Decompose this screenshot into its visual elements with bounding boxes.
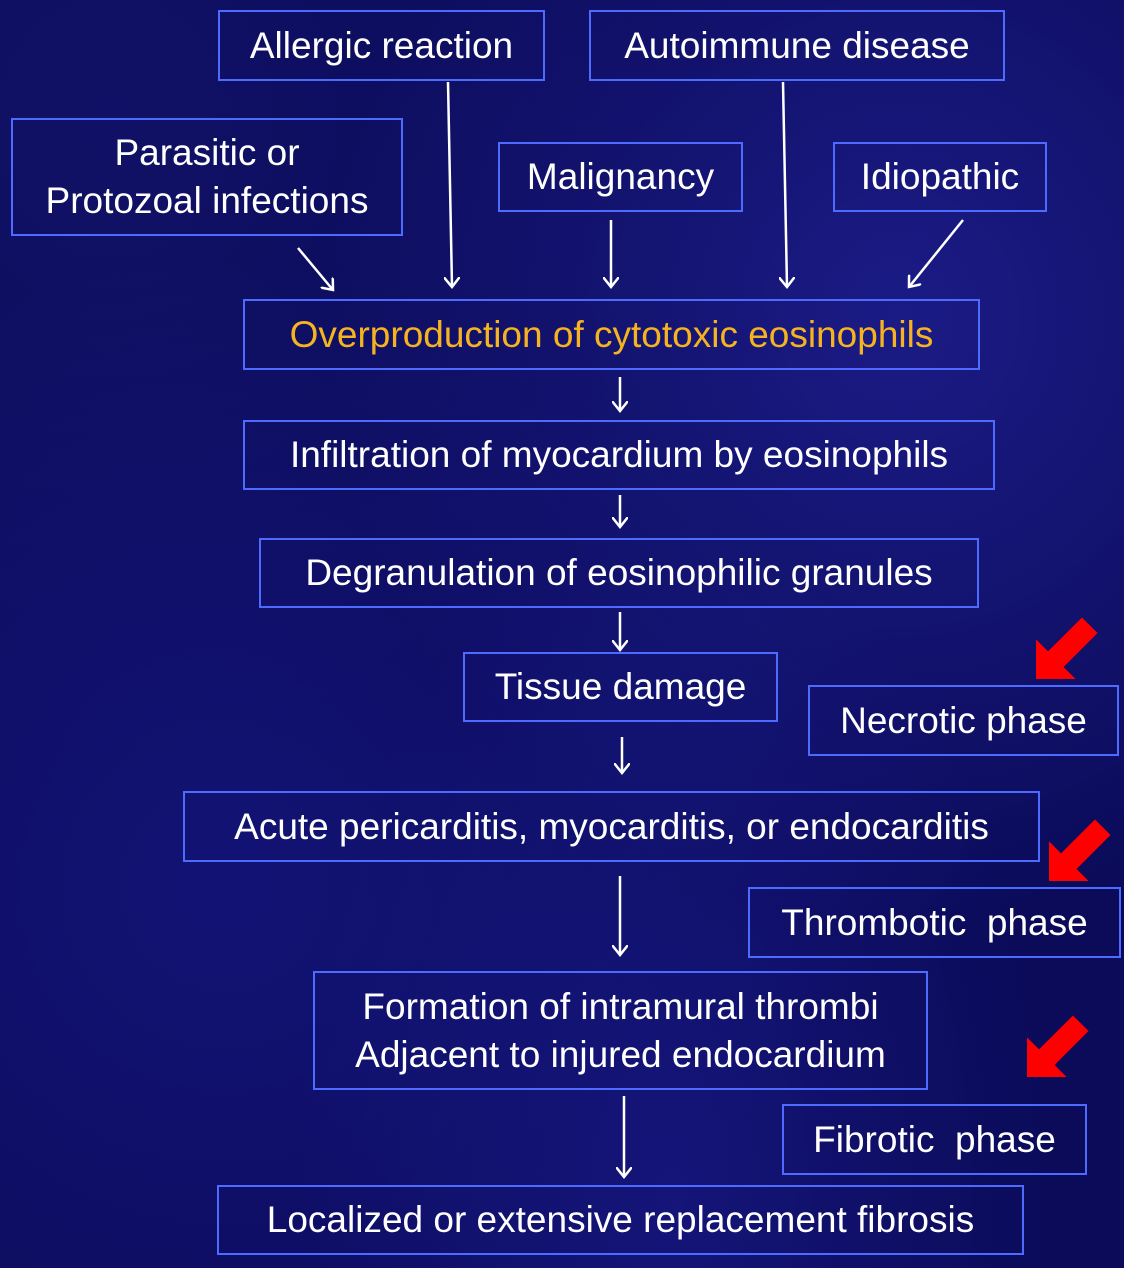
acute-inflammation-label: Acute pericarditis, myocarditis, or endo… [234,805,989,847]
red-arrow-thrombotic [1049,819,1111,881]
overproduction-box: Overproduction of cytotoxic eosinophils [243,299,980,370]
malignancy-label: Malignancy [526,156,715,197]
overproduction-label: Overproduction of cytotoxic eosinophils [289,313,934,355]
replacement-fibrosis-box: Localized or extensive replacement fibro… [217,1185,1024,1255]
arrow-idiopathic-to-overproduction [909,219,964,287]
degranulation-label: Degranulation of eosinophilic granules [305,552,933,593]
arrow-parasitic-to-overproduction [297,247,333,290]
red-arrow-necrotic [1036,617,1098,679]
tissue-damage-label: Tissue damage [494,666,747,707]
thrombi-label-line2: Adjacent to injured endocardium [355,1033,886,1075]
red-arrow-fibrotic [1027,1015,1089,1077]
intramural-thrombi-box: Formation of intramural thrombi Adjacent… [313,971,928,1090]
replacement-fibrosis-label: Localized or extensive replacement fibro… [266,1199,975,1240]
fibrotic-phase-box: Fibrotic phase [782,1104,1087,1175]
idiopathic-box: Idiopathic [833,142,1047,212]
thrombotic-phase-label: Thrombotic phase [781,901,1088,943]
allergic-reaction-label: Allergic reaction [249,24,514,66]
arrow-autoimmune-to-overproduction [783,81,787,287]
parasitic-infections-box: Parasitic or Protozoal infections [11,118,403,236]
autoimmune-disease-box: Autoimmune disease [589,10,1005,81]
parasitic-label-line1: Parasitic or [114,132,300,173]
fibrotic-phase-label: Fibrotic phase [813,1118,1056,1160]
allergic-reaction-box: Allergic reaction [218,10,545,81]
parasitic-label-line2: Protozoal infections [45,180,369,221]
thrombotic-phase-box: Thrombotic phase [748,887,1121,958]
degranulation-box: Degranulation of eosinophilic granules [259,538,979,608]
thrombi-label-line1: Formation of intramural thrombi [362,985,879,1027]
idiopathic-label: Idiopathic [860,156,1020,197]
necrotic-phase-box: Necrotic phase [808,685,1119,756]
necrotic-phase-label: Necrotic phase [840,699,1087,741]
autoimmune-disease-label: Autoimmune disease [624,24,970,66]
arrow-allergic-to-overproduction [448,81,452,287]
acute-inflammation-box: Acute pericarditis, myocarditis, or endo… [183,791,1040,862]
infiltration-box: Infiltration of myocardium by eosinophil… [243,420,995,490]
infiltration-label: Infiltration of myocardium by eosinophil… [289,434,949,475]
malignancy-box: Malignancy [498,142,743,212]
tissue-damage-box: Tissue damage [463,652,778,722]
